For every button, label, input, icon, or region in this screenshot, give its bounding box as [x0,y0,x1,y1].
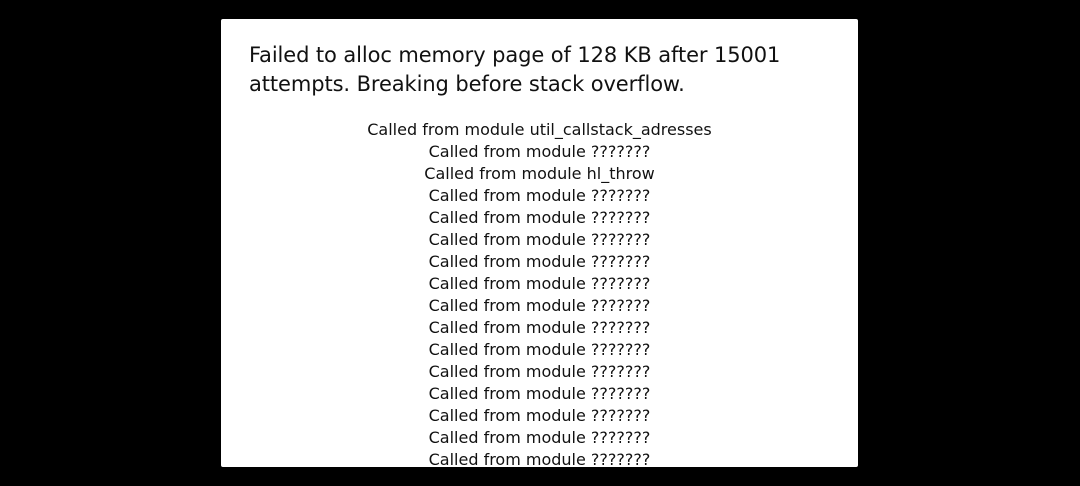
callstack-line: Called from module ??????? [428,208,651,227]
callstack-line: Called from module ??????? [428,230,651,249]
callstack-line: Called from module ??????? [428,296,651,315]
callstack-line: Called from module ??????? [428,274,651,293]
callstack-line: Called from module ??????? [428,384,651,403]
error-dialog: Failed to alloc memory page of 128 KB af… [221,19,858,467]
callstack-line: Called from module ??????? [428,362,651,381]
callstack-line: Called from module ??????? [428,428,651,447]
callstack-line: Called from module ??????? [428,186,651,205]
callstack-line: Called from module ??????? [428,406,651,425]
callstack-line: Called from module ??????? [428,318,651,337]
callstack-list: Called from module util_callstack_adress… [221,119,858,467]
callstack-line: Called from module ??????? [428,340,651,359]
callstack-line: Called from module ??????? [428,450,651,467]
callstack-line: Called from module util_callstack_adress… [367,120,712,139]
callstack-line: Called from module hl_throw [424,164,655,183]
error-message: Failed to alloc memory page of 128 KB af… [249,43,781,96]
callstack-line: Called from module ??????? [428,252,651,271]
callstack-line: Called from module ??????? [428,142,651,161]
